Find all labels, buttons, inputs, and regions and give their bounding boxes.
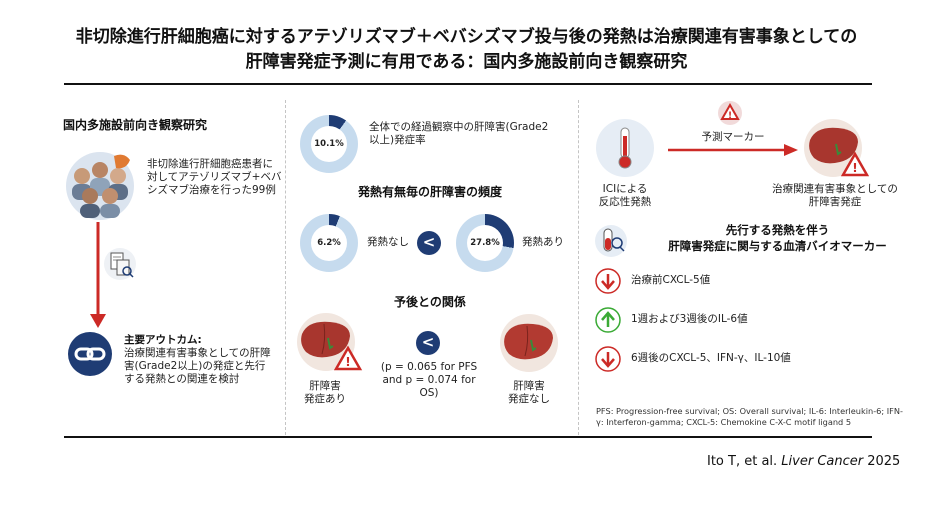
citation-journal: Liver Cancer	[781, 454, 864, 469]
biomarker-text: 治療前CXCL-5値	[631, 274, 711, 286]
up-arrow-icon	[595, 307, 621, 333]
outcome-description: 治療関連有害事象としての肝障害(Grade2以上)の発症と先行する発熱との関連を…	[124, 347, 271, 385]
frequency-heading: 発熱有無毎の肝障害の頻度	[357, 185, 502, 199]
svg-text:!: !	[728, 111, 732, 121]
separator-right	[578, 100, 579, 435]
fever-response-label: ICIによる 反応性発熱	[598, 183, 652, 208]
citation-authors: Ito T, et al.	[707, 454, 782, 469]
title-line-1: 非切除進行肝細胞癌に対するアテゾリズマブ＋ベバシズマブ投与後の発熱は治療関連有害…	[75, 27, 858, 47]
right-arrow-icon	[668, 144, 798, 156]
fever-label: 発熱あり	[522, 236, 564, 248]
top-rule	[64, 83, 872, 85]
damaged-liver-icon: !	[297, 313, 363, 371]
prognosis-heading: 予後との関係	[394, 295, 466, 309]
less-than-prognosis-icon: <	[416, 331, 440, 355]
adverse-event-label: 治療関連有害事象としての 肝障害発症	[772, 183, 898, 208]
citation-year: 2025	[863, 454, 901, 469]
separator-left	[285, 100, 286, 435]
fever-value: 27.8%	[470, 238, 500, 248]
biomarker-text: 6週後のCXCL-5、IFN-γ、IL-10値	[631, 352, 791, 364]
thermometer-icon	[596, 119, 654, 177]
biomarker-text: 1週および3週後のIL-6値	[631, 313, 748, 325]
down-arrow-icon	[595, 346, 621, 372]
study-heading: 国内多施設前向き観察研究	[63, 118, 208, 132]
svg-text:!: !	[852, 161, 857, 175]
down-arrow-icon	[595, 268, 621, 294]
overall-incidence-description: 全体での経過観察中の肝障害(Grade2以上)発症率	[369, 121, 549, 146]
adverse-liver-icon: !	[804, 119, 869, 177]
no-fever-label: 発熱なし	[367, 236, 409, 248]
liver-damage-no-label: 肝障害 発症なし	[508, 380, 550, 405]
title-line-2: 肝障害発症予測に有用である：国内多施設前向き観察研究	[245, 52, 688, 72]
p-values: (p = 0.065 for PFS and p = 0.074 for OS)	[380, 361, 478, 399]
blood-tube-icon	[595, 225, 627, 257]
patients-description: 非切除進行肝細胞癌患者に対してアテゾリズマブ+ベバシズマブ治療を行った99例	[147, 158, 282, 196]
outcome-label: 主要アウトカム:	[124, 334, 202, 346]
patients-group-icon	[66, 152, 134, 220]
bottom-rule	[64, 436, 872, 438]
down-arrow-icon	[90, 222, 106, 328]
warning-icon: !	[718, 101, 742, 125]
abbreviation-footnote: PFS: Progression-free survival; OS: Over…	[596, 406, 903, 427]
documents-icon	[104, 248, 136, 280]
citation: Ito T, et al. Liver Cancer 2025	[707, 454, 900, 469]
predictive-marker-label: 予測マーカー	[701, 131, 765, 143]
svg-text:!: !	[345, 355, 350, 369]
healthy-liver-icon	[500, 314, 558, 372]
liver-damage-yes-label: 肝障害 発症あり	[304, 380, 346, 405]
link-chain-icon	[68, 332, 112, 376]
overall-incidence-value: 10.1%	[314, 139, 344, 149]
less-than-icon: <	[417, 231, 441, 255]
biomarker-heading: 先行する発熱を伴う 肝障害発症に関与する血清バイオマーカー	[668, 223, 887, 253]
no-fever-value: 6.2%	[317, 238, 341, 248]
